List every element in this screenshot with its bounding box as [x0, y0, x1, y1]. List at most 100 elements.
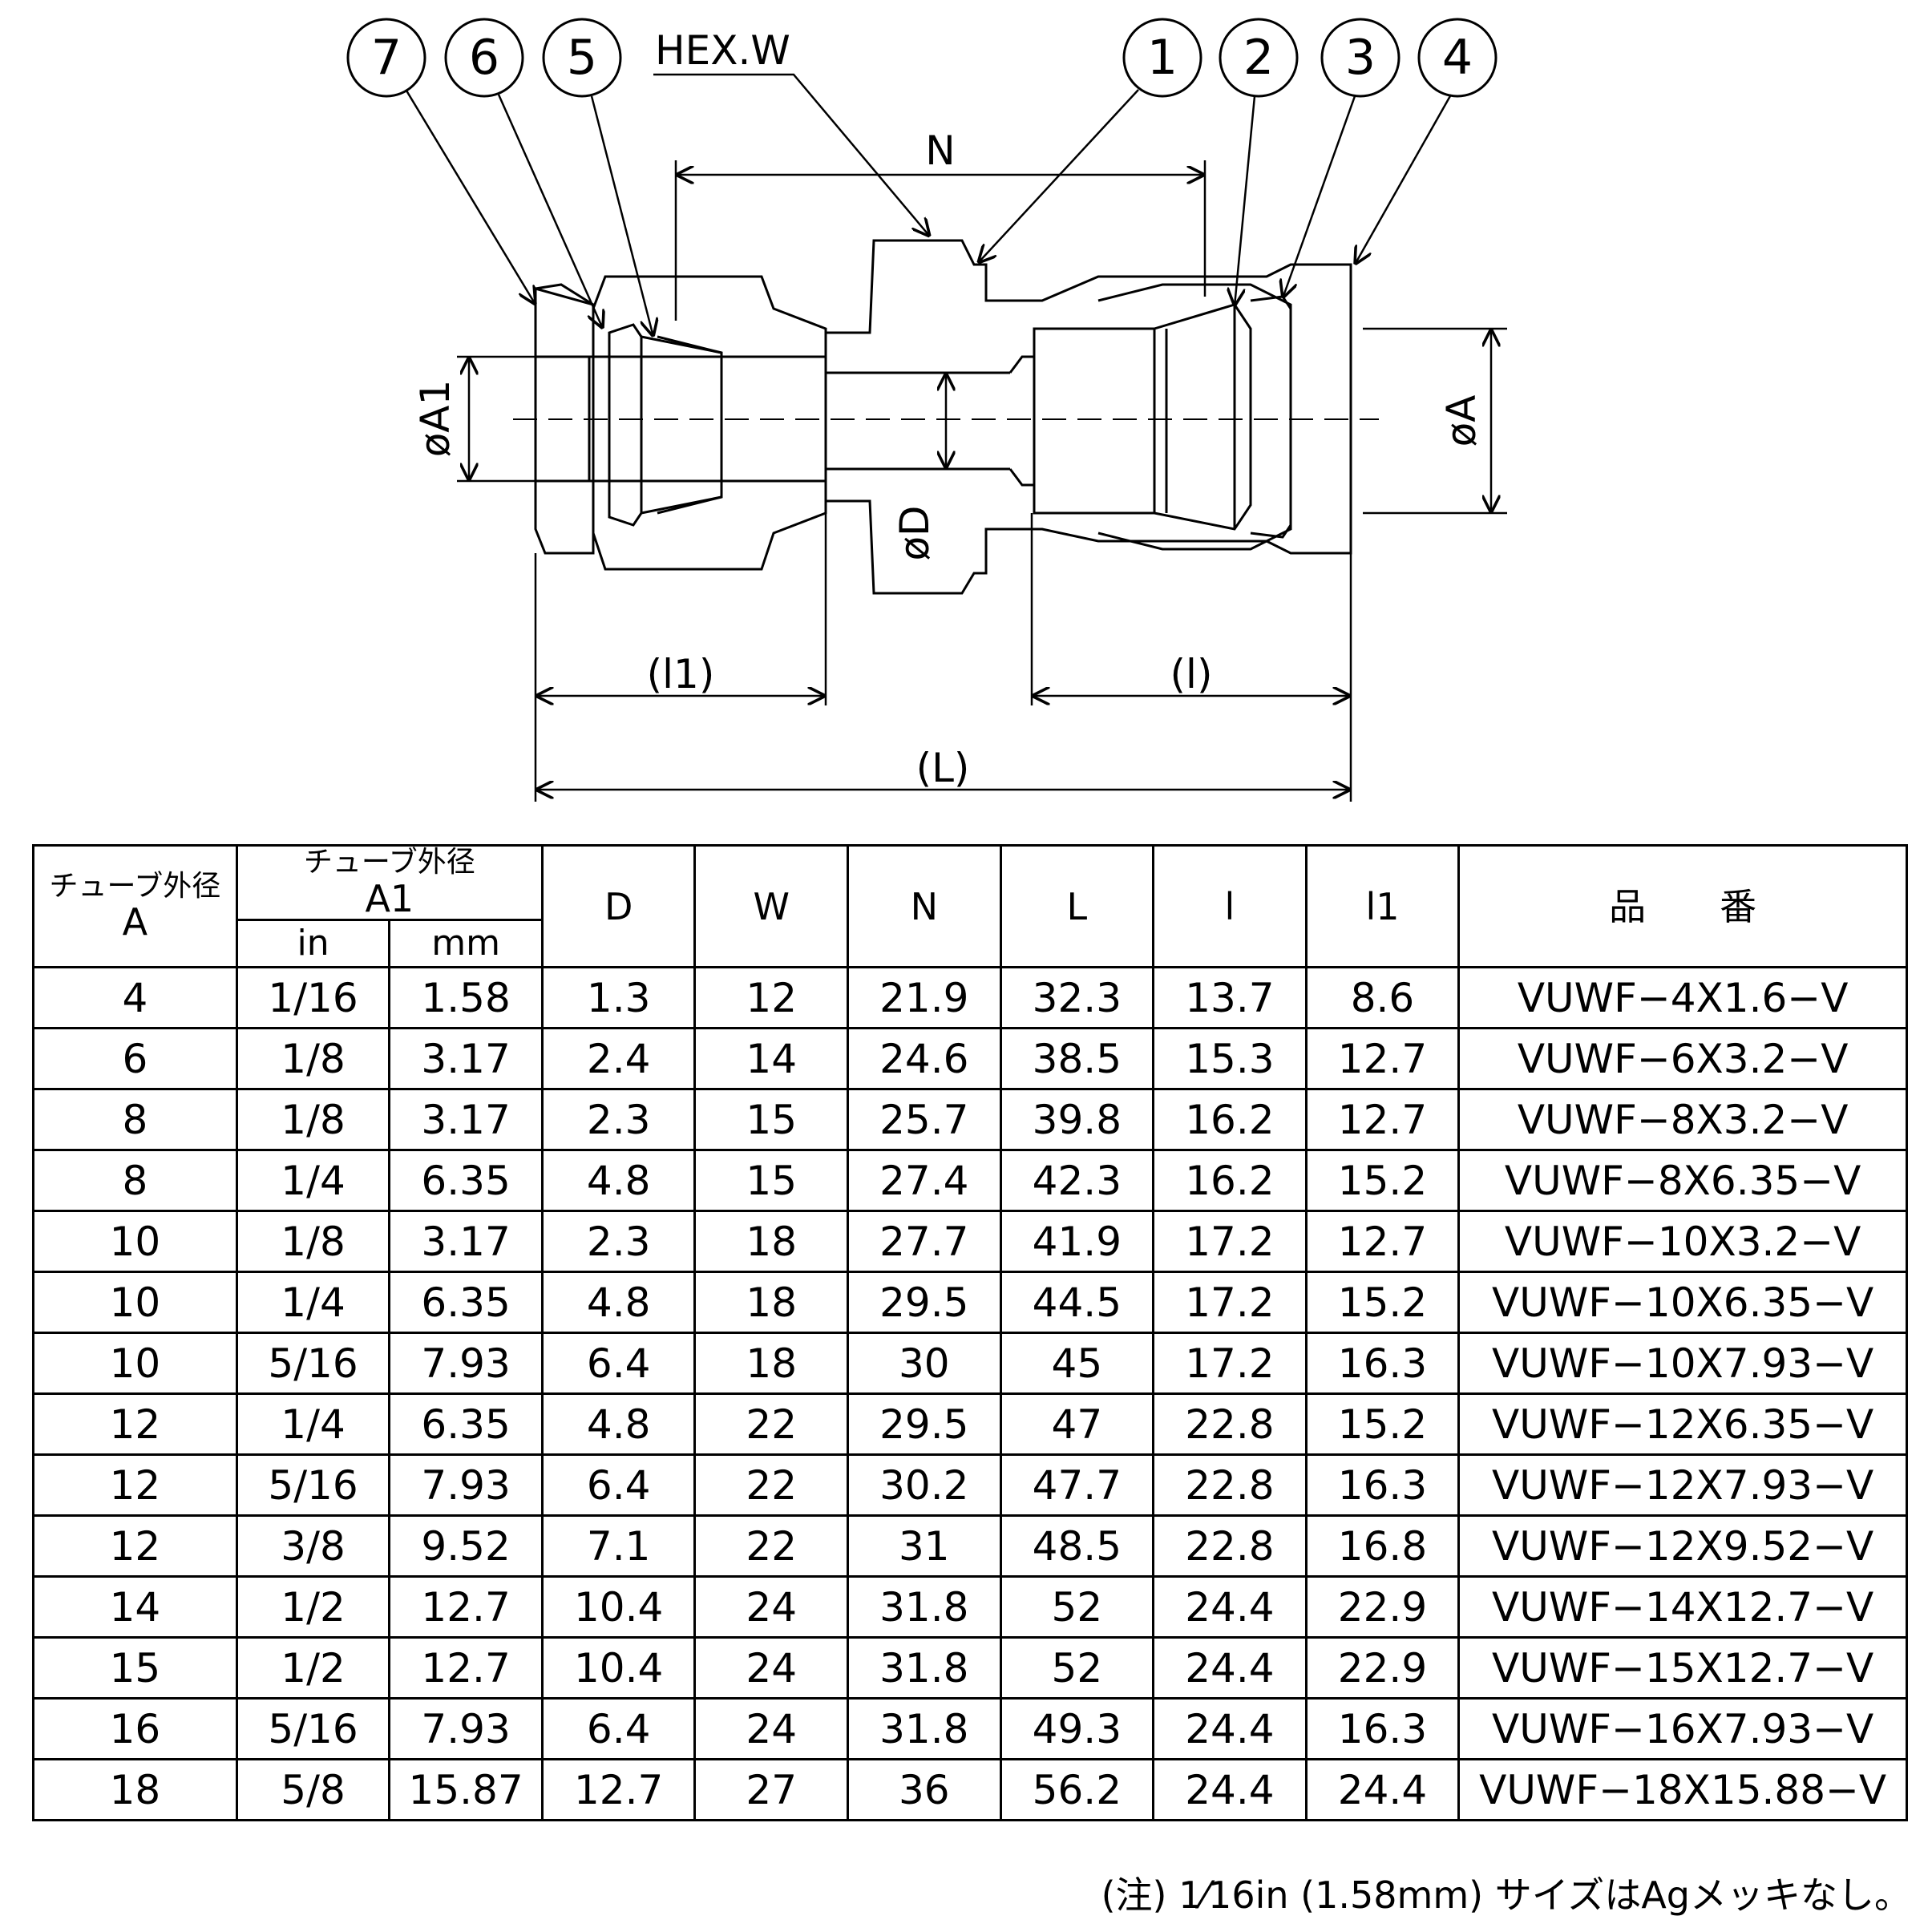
cell-n: 30.2	[847, 1453, 1002, 1518]
cell-a1-mm: 12.7	[388, 1636, 544, 1700]
header-w: W	[693, 843, 849, 969]
cell-part-number: VUWF−12X7.93−V	[1457, 1453, 1908, 1518]
cell-a1-mm: 7.93	[388, 1453, 544, 1518]
header-l1: l1	[1304, 843, 1461, 969]
cell-d: 4.8	[540, 1149, 697, 1213]
cell-L: 39.8	[999, 1088, 1155, 1152]
cell-a1-in: 5/16	[235, 1332, 391, 1396]
cell-w: 24	[693, 1575, 849, 1639]
body-hex	[826, 239, 1352, 595]
cell-l1: 16.3	[1304, 1453, 1461, 1518]
cell-l1: 15.2	[1304, 1392, 1461, 1457]
cell-d: 4.8	[540, 1392, 697, 1457]
cell-w: 14	[693, 1027, 849, 1091]
footnote: (注) 1⁄16in (1.58mm) サイズはAgメッキなし。	[1101, 1873, 1911, 1917]
cell-l1: 22.9	[1304, 1636, 1461, 1700]
cell-n: 21.9	[847, 966, 1002, 1030]
cell-l1: 12.7	[1304, 1210, 1461, 1274]
cell-L: 52	[999, 1575, 1155, 1639]
cell-d: 6.4	[540, 1453, 697, 1518]
cell-a1-mm: 9.52	[388, 1514, 544, 1578]
cell-a: 8	[32, 1149, 238, 1213]
cell-l: 24.4	[1152, 1697, 1308, 1761]
cell-a1-in: 1/8	[235, 1027, 391, 1091]
header-d: D	[540, 843, 697, 969]
cell-a: 10	[32, 1210, 238, 1274]
balloon-7	[346, 18, 426, 98]
cell-a1-in: 1/4	[235, 1271, 391, 1335]
cell-w: 15	[693, 1149, 849, 1213]
cell-w: 18	[693, 1210, 849, 1274]
dim-phi-d-label: øD	[891, 505, 938, 560]
cell-w: 15	[693, 1088, 849, 1152]
cell-part-number: VUWF−6X3.2−V	[1457, 1027, 1908, 1091]
cell-part-number: VUWF−12X9.52−V	[1457, 1514, 1908, 1578]
cell-a1-mm: 12.7	[388, 1575, 544, 1639]
cell-d: 2.4	[540, 1027, 697, 1091]
cell-a1-in: 1/8	[235, 1088, 391, 1152]
cell-l: 17.2	[1152, 1210, 1308, 1274]
balloon-1	[1122, 18, 1202, 98]
cell-w: 22	[693, 1453, 849, 1518]
cell-w: 18	[693, 1271, 849, 1335]
cell-L: 45	[999, 1332, 1155, 1396]
balloon-label: 3	[1345, 30, 1376, 86]
dim-phi-a-label: øA	[1438, 395, 1485, 447]
dim-l1-label: (l1)	[647, 651, 715, 697]
cell-n: 36	[847, 1758, 1002, 1822]
cell-part-number: VUWF−14X12.7−V	[1457, 1575, 1908, 1639]
cell-a1-in: 1/2	[235, 1575, 391, 1639]
cell-a1-in: 1/16	[235, 966, 391, 1030]
cell-L: 44.5	[999, 1271, 1155, 1335]
header-tube-od-a1: チューブ外径 A1	[235, 843, 544, 922]
balloon-5	[542, 18, 622, 98]
balloon-label: 7	[371, 30, 402, 86]
cell-d: 12.7	[540, 1758, 697, 1822]
cell-n: 25.7	[847, 1088, 1002, 1152]
right-front-ferrule	[1154, 303, 1252, 531]
cell-n: 31.8	[847, 1697, 1002, 1761]
balloon-2	[1219, 18, 1299, 98]
cell-a1-in: 5/16	[235, 1453, 391, 1518]
cell-a: 12	[32, 1453, 238, 1518]
cell-a: 8	[32, 1088, 238, 1152]
cell-l: 17.2	[1152, 1271, 1308, 1335]
cell-n: 31	[847, 1514, 1002, 1578]
cell-part-number: VUWF−8X6.35−V	[1457, 1149, 1908, 1213]
cell-n: 29.5	[847, 1392, 1002, 1457]
cell-n: 29.5	[847, 1271, 1002, 1335]
cell-a: 16	[32, 1697, 238, 1761]
cell-w: 24	[693, 1697, 849, 1761]
cell-a1-mm: 6.35	[388, 1271, 544, 1335]
header-in: in	[235, 919, 391, 969]
cell-part-number: VUWF−15X12.7−V	[1457, 1636, 1908, 1700]
cell-part-number: VUWF−10X6.35−V	[1457, 1271, 1908, 1335]
cell-L: 49.3	[999, 1697, 1155, 1761]
cell-l: 22.8	[1152, 1453, 1308, 1518]
header-part-number: 品 番	[1457, 843, 1908, 969]
cell-a1-mm: 1.58	[388, 966, 544, 1030]
balloon-label: 6	[469, 30, 499, 86]
cell-d: 10.4	[540, 1636, 697, 1700]
cell-L: 47	[999, 1392, 1155, 1457]
cell-a: 6	[32, 1027, 238, 1091]
cell-l: 22.8	[1152, 1514, 1308, 1578]
cell-a1-mm: 3.17	[388, 1210, 544, 1274]
cell-d: 2.3	[540, 1210, 697, 1274]
cell-d: 7.1	[540, 1514, 697, 1578]
right-nut	[1033, 327, 1156, 515]
cell-l1: 22.9	[1304, 1575, 1461, 1639]
cell-a1-in: 1/8	[235, 1210, 391, 1274]
cell-a: 15	[32, 1636, 238, 1700]
cell-d: 2.3	[540, 1088, 697, 1152]
cell-a: 10	[32, 1271, 238, 1335]
cell-l: 16.2	[1152, 1088, 1308, 1152]
dim-l-label: (l)	[1170, 651, 1213, 697]
cell-a1-mm: 7.93	[388, 1332, 544, 1396]
cell-d: 6.4	[540, 1332, 697, 1396]
